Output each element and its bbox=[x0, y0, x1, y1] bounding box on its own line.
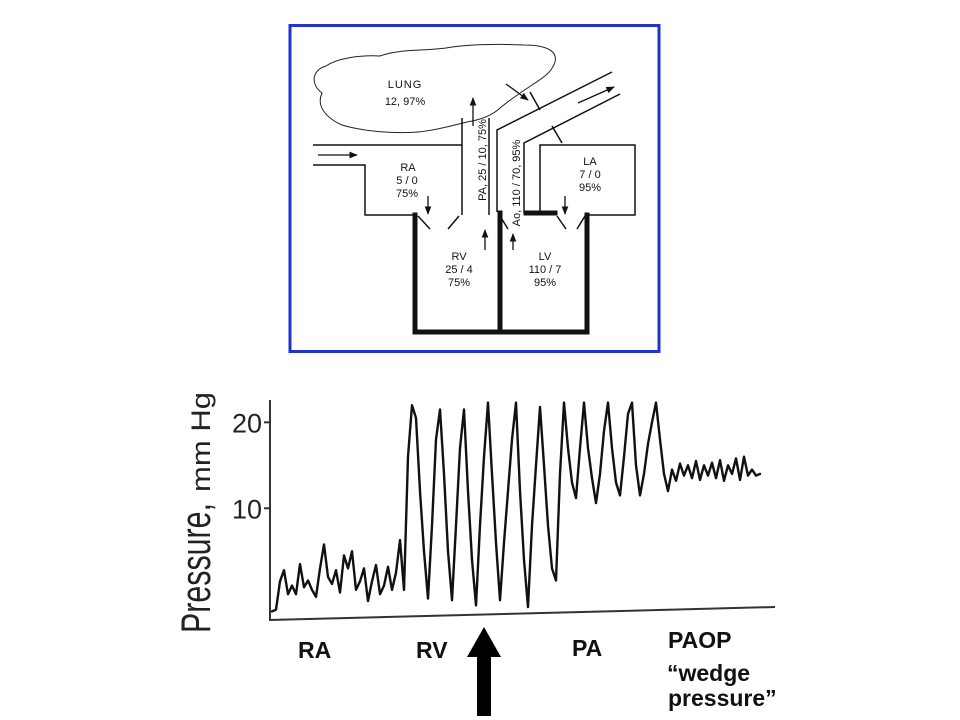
la-outline bbox=[539, 144, 636, 216]
pointer-arrow bbox=[467, 627, 501, 716]
rv-saturation: 75% bbox=[448, 277, 470, 289]
rv-label: RV bbox=[451, 251, 467, 263]
y-tick-label: 10 bbox=[232, 494, 262, 524]
aorta-walls bbox=[496, 71, 621, 213]
valve-flaps bbox=[417, 215, 586, 230]
phase-label-paop-line2: “wedge bbox=[667, 660, 750, 686]
aorta-outflow-arrow bbox=[577, 86, 615, 104]
y-tick-label: 20 bbox=[232, 408, 262, 438]
pulmonary-vein-arrow bbox=[505, 83, 529, 101]
pa-walls bbox=[461, 118, 490, 215]
lv-saturation: 95% bbox=[534, 277, 556, 289]
ra-pressure: 5 / 0 bbox=[396, 175, 417, 187]
la-pressure: 7 / 0 bbox=[579, 169, 600, 181]
la-label: LA bbox=[583, 156, 597, 168]
circulation-diagram: LUNG 12, 97% RA 5 / 0 75% RV 25 / 4 75% … bbox=[288, 24, 661, 353]
y-axis-label-main: Pressure, bbox=[172, 503, 219, 633]
pressure-trace-line bbox=[270, 401, 762, 613]
lung-values: 12, 97% bbox=[385, 96, 426, 108]
phase-label-ra: RA bbox=[298, 637, 331, 663]
phase-label-pa: PA bbox=[572, 635, 602, 661]
aorta-vessel-label: Ao, 110 / 70, 95% bbox=[511, 139, 523, 226]
pressure-tracing-chart: Pressure, mm Hg 20 10 RA RV PA PAOP “wed… bbox=[172, 392, 777, 716]
x-axis bbox=[268, 606, 776, 621]
phase-label-paop-line3: pressure” bbox=[668, 685, 777, 711]
y-axis-label-unit: mm Hg bbox=[186, 392, 216, 492]
diagram-frame bbox=[288, 24, 661, 353]
phase-label-paop: PAOP bbox=[668, 627, 731, 653]
lv-label: LV bbox=[539, 251, 552, 263]
lv-pressure: 110 / 7 bbox=[529, 264, 562, 276]
ra-label: RA bbox=[400, 162, 416, 174]
rv-pressure: 25 / 4 bbox=[445, 264, 473, 276]
phase-label-rv: RV bbox=[416, 637, 448, 663]
pa-vessel-label: PA, 25 / 10, 75% bbox=[477, 119, 489, 201]
pulmonary-vein-lines bbox=[529, 91, 563, 144]
la-saturation: 95% bbox=[579, 182, 601, 194]
ra-saturation: 75% bbox=[396, 188, 418, 200]
lung-outline bbox=[313, 43, 556, 134]
ra-outline bbox=[313, 144, 462, 216]
rv-wall bbox=[412, 212, 503, 335]
lv-wall bbox=[497, 212, 590, 335]
lung-label: LUNG bbox=[388, 79, 423, 91]
